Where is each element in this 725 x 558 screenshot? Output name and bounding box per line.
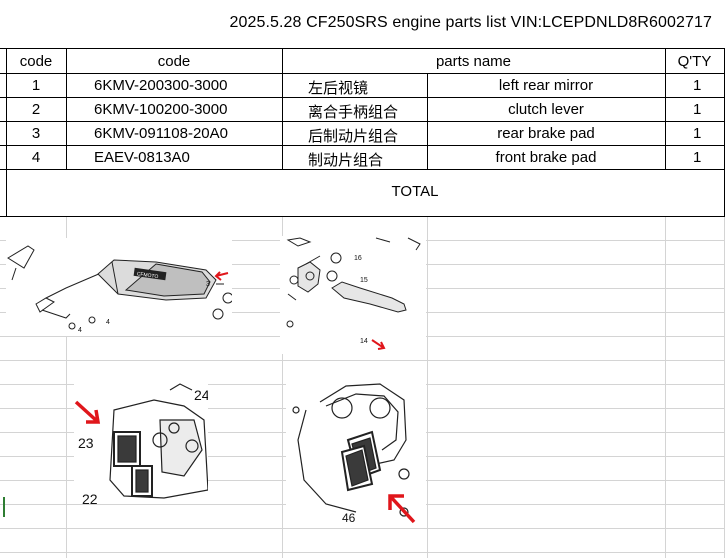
row-1-name-en: left rear mirror xyxy=(498,77,594,94)
rear-brake-callout-23: 23 xyxy=(78,435,94,451)
row-marker xyxy=(3,497,5,517)
row-1-qty: 1 xyxy=(693,77,702,94)
row-2-qty: 1 xyxy=(693,101,702,118)
row-1-code: 6KMV-200300-3000 xyxy=(94,77,228,94)
row-4-name-cn: 制动片组合 xyxy=(308,152,384,169)
row-2-no: 2 xyxy=(31,101,41,118)
sheet-title: 2025.5.28 CF250SRS engine parts list VIN… xyxy=(229,14,712,31)
rear-brake-callout-22: 22 xyxy=(82,491,98,504)
clutch-callout-14: 14 xyxy=(360,338,368,345)
row-3-name-cn: 后制动片组合 xyxy=(308,128,399,145)
mirror-callout-4a: 4 xyxy=(106,319,110,326)
clutch-callout-15: 15 xyxy=(360,277,368,284)
row-2-name-en: clutch lever xyxy=(508,101,584,118)
total-label: TOTAL xyxy=(391,183,439,200)
clutch-diagram: 16 15 14 xyxy=(280,236,426,354)
header-code-1: code xyxy=(19,53,53,70)
row-4-name-en: front brake pad xyxy=(495,149,597,166)
row-3-code: 6KMV-091108-20A0 xyxy=(94,125,228,142)
header-code-2: code xyxy=(157,53,191,70)
row-1-no: 1 xyxy=(31,77,41,94)
mirror-red-arrow xyxy=(214,271,229,281)
row-2-code: 6KMV-100200-3000 xyxy=(94,101,228,118)
mirror-callout-4b: 4 xyxy=(78,327,82,334)
header-parts-name: parts name xyxy=(435,53,512,70)
rear-brake-callout-24: 24 xyxy=(194,387,208,403)
row-1-name-cn: 左后视镜 xyxy=(308,80,369,97)
row-4-no: 4 xyxy=(31,149,41,166)
front-brake-diagram: 46 xyxy=(286,380,426,526)
row-3-name-en: rear brake pad xyxy=(497,125,595,142)
rear-brake-diagram: 24 23 22 xyxy=(74,380,208,504)
clutch-callout-16: 16 xyxy=(354,255,362,262)
mirror-diagram: CFMOTO 3 4 4 xyxy=(6,238,232,336)
row-3-qty: 1 xyxy=(693,125,702,142)
row-4-qty: 1 xyxy=(693,149,702,166)
row-3-no: 3 xyxy=(31,125,41,142)
mirror-callout-3: 3 xyxy=(206,281,210,288)
front-brake-red-arrow xyxy=(388,494,416,524)
row-2-name-cn: 离合手柄组合 xyxy=(308,104,399,121)
row-4-code: EAEV-0813A0 xyxy=(94,149,190,166)
front-brake-callout-46: 46 xyxy=(342,511,356,525)
header-qty: Q'TY xyxy=(677,53,712,70)
mirror-logo: CFMOTO xyxy=(136,271,158,280)
clutch-red-arrow xyxy=(371,339,386,350)
rear-brake-red-arrow xyxy=(74,400,101,424)
